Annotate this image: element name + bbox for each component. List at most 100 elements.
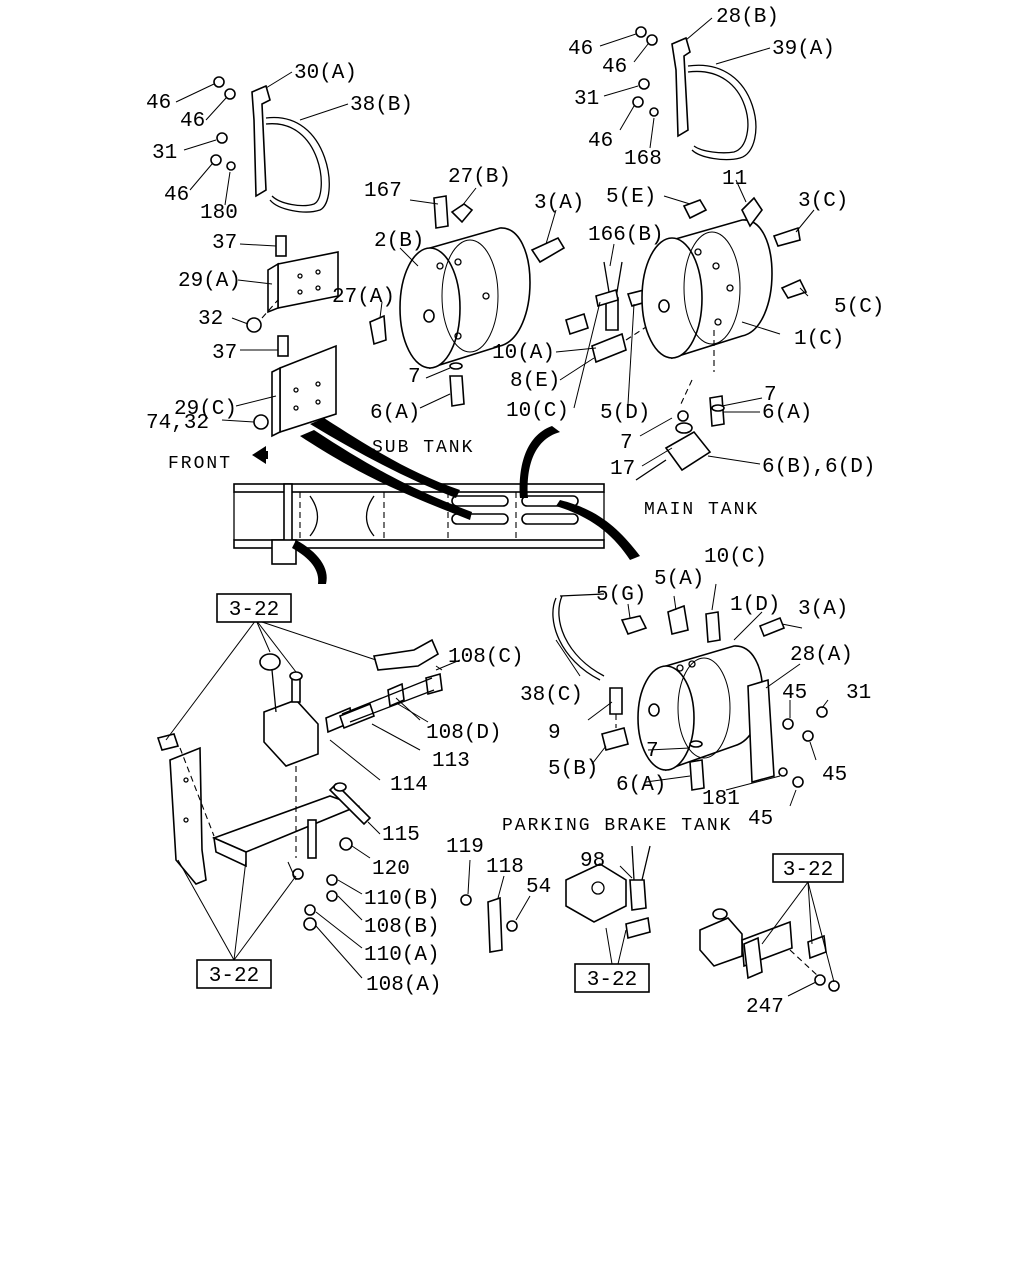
part-label: 27(B) — [448, 166, 511, 189]
valve-98-assembly — [565, 845, 651, 965]
part-label: 30(A) — [294, 62, 357, 85]
part-label: 114 — [390, 774, 428, 797]
part-label: 5(E) — [606, 186, 656, 209]
svg-text:3-22: 3-22 — [587, 969, 637, 992]
part-label: 7 — [620, 432, 633, 455]
part-label: 119 — [446, 836, 484, 859]
part-label: 3(C) — [798, 190, 848, 213]
part-label: 9 — [548, 722, 561, 745]
part-label: 108(A) — [366, 974, 442, 997]
part-label: 108(B) — [364, 916, 440, 939]
part-label: 118 — [486, 856, 524, 879]
part-label: 11 — [722, 168, 747, 191]
svg-text:3-22: 3-22 — [783, 859, 833, 882]
part-label: 247 — [746, 996, 784, 1019]
part-label: 5(G) — [596, 584, 646, 607]
check-valve-cluster — [555, 243, 661, 409]
part-label: 7 — [408, 366, 421, 389]
reference-box-4: 3-22 — [772, 853, 844, 883]
part-label: 3(A) — [534, 192, 584, 215]
part-label: 29(C) — [174, 398, 237, 421]
part-label: 6(A) — [370, 402, 420, 425]
reference-box-3: 3-22 — [574, 963, 650, 993]
part-label: 10(A) — [492, 342, 555, 365]
part-label: 115 — [382, 824, 420, 847]
part-label: 54 — [526, 876, 551, 899]
reference-leader-lines — [165, 619, 377, 961]
caption-front: FRONT — [168, 454, 232, 474]
svg-text:3-22: 3-22 — [209, 965, 259, 988]
part-label: 10(C) — [704, 546, 767, 569]
part-label: 166(B) — [588, 224, 664, 247]
part-label: 1(D) — [730, 594, 780, 617]
part-label: 45 — [748, 808, 773, 831]
chassis-frame — [233, 418, 640, 584]
caption-sub-tank: SUB TANK — [372, 438, 474, 458]
part-labels: 28(B) 46 46 39(A) 31 46 168 46 30(A) 46 … — [146, 6, 884, 1019]
small-parts-119-118-54 — [460, 859, 531, 953]
part-label: 2(B) — [374, 230, 424, 253]
part-label: 37 — [212, 342, 237, 365]
part-label: 39(A) — [772, 38, 835, 61]
parking-valve-assembly — [156, 638, 443, 979]
part-label: 3(A) — [798, 598, 848, 621]
part-label: 5(C) — [834, 296, 884, 319]
part-label: 181 — [702, 788, 740, 811]
part-label: 180 — [200, 202, 238, 225]
part-label: 32 — [198, 308, 223, 331]
part-label: 46 — [180, 110, 205, 133]
part-label: 1(C) — [794, 328, 844, 351]
part-label: 38(C) — [520, 684, 583, 707]
caption-parking-brake-tank: PARKING BRAKE TANK — [502, 816, 732, 836]
part-label: 168 — [624, 148, 662, 171]
part-label: 46 — [588, 130, 613, 153]
part-label: 98 — [580, 850, 605, 873]
part-label: 167 — [364, 180, 402, 203]
part-label: 5(A) — [654, 568, 704, 591]
part-label: 46 — [146, 92, 171, 115]
part-label: 46 — [602, 56, 627, 79]
reference-box-2: 3-22 — [196, 959, 272, 989]
part-label: 31 — [152, 142, 177, 165]
part-label: 31 — [846, 682, 871, 705]
part-label: 7 — [764, 384, 777, 407]
part-label: 28(A) — [790, 644, 853, 667]
part-label: 6(B),6(D) — [762, 456, 875, 479]
part-label: 6(A) — [616, 774, 666, 797]
part-label: 10(C) — [506, 400, 569, 423]
caption-main-tank: MAIN TANK — [644, 500, 759, 520]
part-label: 46 — [164, 184, 189, 207]
part-label: 31 — [574, 88, 599, 111]
part-label: 28(B) — [716, 6, 779, 29]
part-label: 108(C) — [448, 646, 524, 669]
sub-tank-brackets — [221, 235, 339, 438]
part-label: 113 — [432, 750, 470, 773]
sub-tank — [369, 187, 566, 409]
bracket-30a-assembly — [175, 71, 349, 213]
part-label: 108(D) — [426, 722, 502, 745]
part-label: 110(B) — [364, 888, 440, 911]
part-label: 45 — [782, 682, 807, 705]
valve-247-assembly — [699, 881, 840, 997]
part-label: 17 — [610, 458, 635, 481]
main-tank — [635, 179, 815, 481]
bracket-28b-assembly — [599, 17, 771, 161]
part-label: 5(D) — [600, 402, 650, 425]
part-label: 120 — [372, 858, 410, 881]
part-label: 45 — [822, 764, 847, 787]
part-label: 5(B) — [548, 758, 598, 781]
part-label: 8(E) — [510, 370, 560, 393]
part-label: 38(B) — [350, 94, 413, 117]
reference-box-1: 3-22 — [216, 593, 292, 623]
part-label: 6(A) — [762, 402, 812, 425]
part-label: 27(A) — [332, 286, 395, 309]
part-label: 29(A) — [178, 270, 241, 293]
part-label: 46 — [568, 38, 593, 61]
part-label: 74,32 — [146, 412, 209, 435]
parking-brake-tank — [435, 583, 829, 807]
svg-text:3-22: 3-22 — [229, 599, 279, 622]
part-label: 110(A) — [364, 944, 440, 967]
part-label: 37 — [212, 232, 237, 255]
